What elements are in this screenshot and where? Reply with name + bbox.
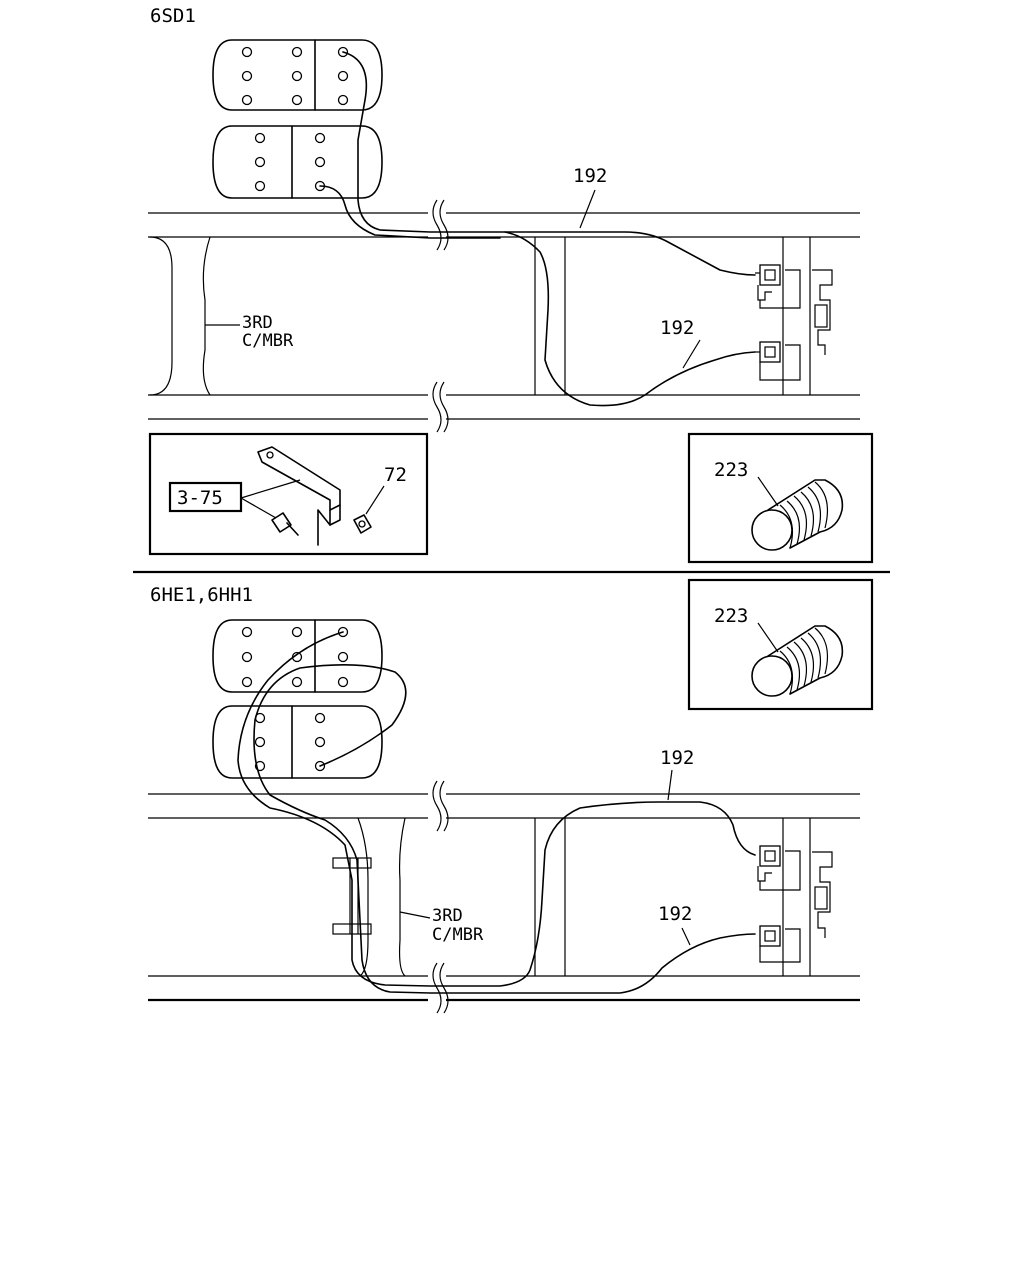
crossmember-label-lower-line2: C/MBR bbox=[432, 925, 484, 945]
inset-bracket bbox=[148, 432, 429, 556]
inset-part-223-upper bbox=[687, 432, 874, 564]
callout-192-upper-a: 192 bbox=[573, 165, 607, 187]
crossmember-leader-lower bbox=[399, 911, 431, 919]
crossmember-label-line1: 3RD bbox=[242, 313, 273, 333]
frame-rails-lower bbox=[148, 780, 860, 1014]
callout-72: 72 bbox=[384, 464, 407, 486]
harness-192-upper bbox=[319, 51, 756, 407]
callout-leader-192a bbox=[579, 189, 596, 229]
sensor-connectors-lower bbox=[757, 845, 833, 963]
callout-leader-192c bbox=[667, 769, 673, 801]
rear-frame-lower bbox=[534, 818, 811, 976]
tank-assembly-lower bbox=[212, 619, 383, 779]
ref-label-3-75: 3-75 bbox=[177, 487, 223, 509]
crossmember-label-line2: C/MBR bbox=[242, 331, 294, 351]
tank-assembly-upper bbox=[212, 39, 383, 199]
engine-label-6he1-6hh1: 6HE1,6HH1 bbox=[150, 584, 253, 606]
callout-leader-192b bbox=[682, 339, 701, 369]
sensor-connectors-upper bbox=[755, 264, 833, 381]
inset-part-223-lower bbox=[687, 578, 874, 711]
callout-223-lower: 223 bbox=[714, 605, 748, 627]
harness-192-lower bbox=[237, 631, 756, 994]
ref-box bbox=[168, 481, 243, 513]
crossmember-label-lower-line1: 3RD bbox=[432, 906, 463, 926]
callout-192-lower-a: 192 bbox=[660, 747, 694, 769]
callout-leader-192d bbox=[681, 927, 691, 946]
engine-label-6sd1: 6SD1 bbox=[150, 5, 196, 27]
callout-223-upper: 223 bbox=[714, 459, 748, 481]
callout-192-lower-b: 192 bbox=[658, 903, 692, 925]
crossmember-upper bbox=[149, 236, 211, 396]
crossmember-lower bbox=[357, 817, 406, 977]
rear-frame-upper bbox=[534, 237, 811, 395]
callout-192-upper-b: 192 bbox=[660, 317, 694, 339]
